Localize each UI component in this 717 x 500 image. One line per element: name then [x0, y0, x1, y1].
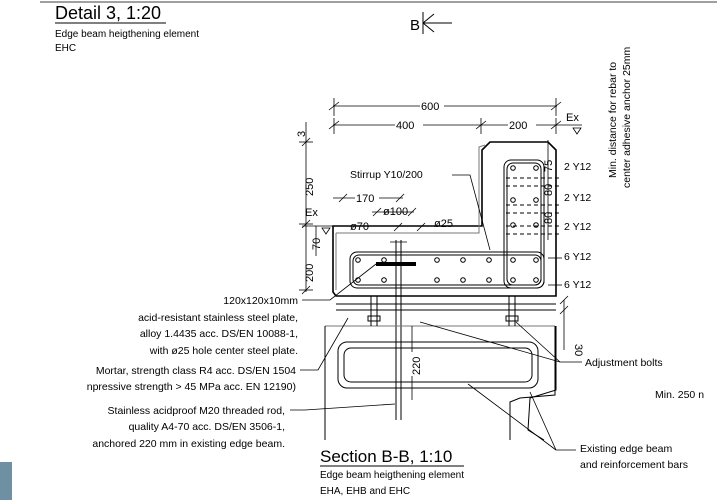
- heightening-inner-line: [335, 144, 486, 290]
- rebar-label-2: 2 Y12: [564, 192, 591, 204]
- dim-250-text: 250: [304, 178, 316, 196]
- heightening-element-outline: [332, 141, 557, 297]
- ex-left-text: Ex: [305, 207, 318, 219]
- plate-text-3: alloy 1.4435 acc. DS/EN 10088-1,: [140, 328, 298, 340]
- adjustment-text: Adjustment bolts: [585, 357, 663, 369]
- rebar-label-4: 6 Y12: [564, 251, 591, 263]
- dim-70v-text: 70: [311, 238, 323, 250]
- adjustment-bolt-right: [505, 296, 519, 326]
- existing-leader-1: [529, 391, 576, 451]
- rod-text-1: Stainless acidproof M20 threaded rod,: [108, 405, 285, 417]
- ex-right-marker: Ex: [556, 112, 582, 135]
- dim-80b-text: 80: [543, 212, 555, 224]
- adjustment-leader-2: [515, 321, 561, 363]
- dimension-vertical-left: 3 250 200 70: [296, 122, 323, 295]
- section-subtitle-2: EHA, EHB and EHC: [320, 486, 410, 497]
- dimension-220: 220: [405, 326, 423, 400]
- stirrup-label: Stirrup Y10/200: [350, 169, 423, 181]
- stirrup-vertical-inner: [506, 162, 542, 286]
- plate-leader: [302, 263, 377, 301]
- existing-text-1: Existing edge beam: [580, 443, 672, 455]
- adjustment-bolt-left: [367, 296, 381, 326]
- plate-text-1: 120x120x10mm: [223, 295, 298, 307]
- dimension-600: 600: [328, 98, 562, 116]
- stirrup-horizontal: [349, 251, 545, 289]
- min-distance-line-2: center adhesive anchor 25mm: [621, 47, 633, 188]
- mortar-note: Mortar, strength class R4 acc. DS/EN 150…: [87, 317, 349, 393]
- section-title: Section B-B, 1:10: [320, 447, 452, 466]
- steel-plate-note: 120x120x10mm acid-resistant stainless st…: [138, 263, 377, 357]
- dim-80a-text: 80: [543, 184, 555, 196]
- adjustment-bolts-note: Adjustment bolts: [419, 321, 663, 369]
- dim-600-text: 600: [421, 101, 439, 113]
- threaded-rod: [390, 240, 407, 420]
- dim-400-text: 400: [396, 120, 414, 132]
- detail-title: Detail 3, 1:20: [55, 3, 161, 23]
- rod-text-3: anchored 220 mm in existing edge beam.: [92, 438, 285, 450]
- dim-100-text: ø100: [383, 206, 408, 218]
- dim-25-text: ø25: [434, 218, 453, 230]
- dim-70-text: ø70: [350, 221, 369, 233]
- corner-tab: [0, 462, 12, 500]
- stirrup-leader: [452, 174, 491, 251]
- dim-200-text: 200: [509, 120, 527, 132]
- dim-30-text: 30: [572, 344, 584, 356]
- section-marker-label: B: [410, 17, 420, 34]
- min-250-text: Min. 250 n: [655, 389, 704, 401]
- detail-subtitle-1: Edge beam heigthening element: [55, 29, 199, 40]
- detail-subtitle-2: EHC: [55, 43, 76, 54]
- existing-text-2: and reinforcement bars: [580, 459, 688, 471]
- dim-170-text: 170: [356, 193, 374, 205]
- rebar-dashed-leaders: [506, 177, 560, 235]
- existing-beam-right-edge: [509, 326, 556, 440]
- rebar-label-leaders: [548, 257, 562, 286]
- rod-leader: [290, 403, 396, 411]
- rod-text-2: quality A4-70 acc. DS/EN 3506-1,: [129, 421, 285, 433]
- existing-reinforcement-outer: [337, 341, 539, 389]
- rebar-label-3: 2 Y12: [564, 221, 591, 233]
- min-distance-note: Min. distance for rebar to center adhesi…: [607, 47, 633, 188]
- rebar-label-5: 6 Y12: [564, 279, 591, 291]
- dim-75-text: 75: [543, 160, 555, 172]
- existing-reinforcement-inner: [343, 347, 533, 383]
- existing-beam-step: [527, 326, 557, 441]
- mortar-leader: [300, 317, 349, 371]
- dimension-100: ø100: [372, 206, 417, 218]
- plate-text-2: acid-resistant stainless steel plate,: [138, 312, 298, 324]
- section-subtitle-1: Edge beam heigthening element: [320, 470, 464, 481]
- mortar-text-2: npressive strength > 45 MPa acc. EN 1219…: [87, 381, 296, 393]
- min-distance-line-1: Min. distance for rebar to: [607, 62, 619, 178]
- dimension-vertical-right: 75 80 80: [543, 140, 555, 240]
- mortar-text-1: Mortar, strength class R4 acc. DS/EN 150…: [96, 365, 296, 377]
- dimension-170: 170: [333, 192, 405, 205]
- threaded-rod-note: Stainless acidproof M20 threaded rod, qu…: [92, 403, 396, 450]
- plate-text-4: with ø25 hole center steel plate.: [149, 345, 298, 357]
- ex-right-text: Ex: [566, 112, 579, 124]
- existing-leader-2: [467, 383, 557, 451]
- dimension-30: 30: [559, 295, 584, 356]
- dim-3-text: 3: [296, 131, 308, 137]
- dimension-400-200: 400 200: [328, 118, 562, 134]
- existing-beam-note: Existing edge beam and reinforcement bar…: [467, 383, 688, 471]
- section-marker-arrow: [422, 12, 452, 34]
- ex-left-marker: Ex: [302, 207, 334, 235]
- dim-200v-text: 200: [304, 264, 316, 282]
- dim-220-text: 220: [411, 357, 423, 375]
- rebar-label-1: 2 Y12: [564, 161, 591, 173]
- stirrup-vertical: [503, 159, 545, 289]
